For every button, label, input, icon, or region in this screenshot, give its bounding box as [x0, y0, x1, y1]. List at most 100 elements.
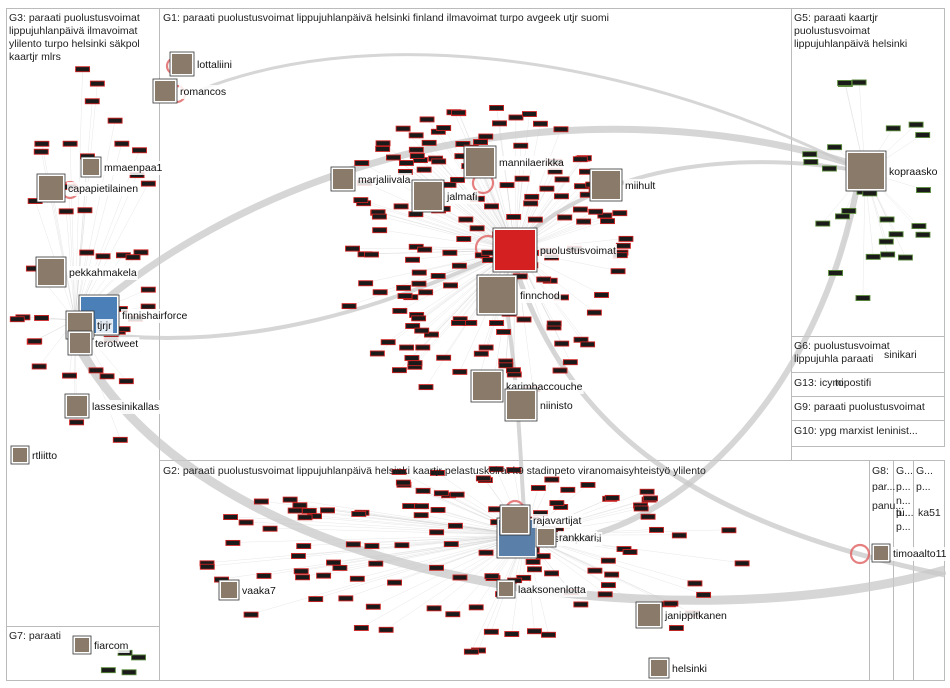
account-node-puolustusvoimat[interactable]: puolustusvoimat	[492, 227, 617, 273]
account-node-mannilaerikka[interactable]: mannilaerikka	[463, 145, 565, 179]
node-label-marjaliivala: marjaliivala	[358, 174, 411, 186]
node-image	[83, 159, 99, 175]
small-label-8: p...	[916, 481, 931, 493]
node-box	[541, 631, 556, 638]
node-image	[473, 372, 501, 400]
node-label-background	[539, 244, 617, 258]
node-box	[223, 514, 239, 521]
node-box	[915, 132, 931, 138]
panel-g14	[893, 460, 914, 681]
node-box	[447, 522, 463, 529]
node-label-background	[888, 165, 939, 179]
account-node-janippitkanen[interactable]: janippitkanen	[635, 601, 729, 629]
node-label-background	[892, 547, 948, 561]
account-node-niinisto[interactable]: niinisto	[504, 388, 574, 422]
account-node-lottaliini[interactable]: lottaliini	[169, 51, 234, 77]
node-box	[828, 270, 843, 276]
edge	[353, 534, 526, 545]
node-box	[395, 479, 411, 486]
account-node-rtliitto[interactable]: rtliitto	[10, 445, 59, 465]
account-node-karimbaccouche[interactable]: karimbaccouche	[470, 369, 584, 403]
node-box	[99, 373, 115, 380]
account-node-helsinki[interactable]: helsinki	[648, 657, 709, 679]
node-box	[58, 208, 74, 215]
edge	[364, 182, 516, 251]
account-node-pekkahmakela[interactable]: pekkahmakela	[35, 256, 138, 288]
edge	[425, 249, 516, 387]
account-node-kopraasko[interactable]: kopraasko	[845, 150, 939, 192]
node-box	[399, 344, 415, 351]
account-node-lassesinikallas[interactable]: lassesinikallas	[64, 393, 161, 419]
account-node-vaaka7[interactable]: vaaka7	[218, 579, 278, 601]
node-box	[243, 611, 259, 618]
node-box	[451, 262, 467, 269]
account-node-mmaenpaa1[interactable]: mmaenpaa1	[80, 156, 164, 178]
account-node-terotweet[interactable]: terotweet	[67, 330, 140, 356]
node-label-background	[663, 609, 729, 623]
node-box	[140, 180, 156, 187]
node-box	[663, 600, 679, 607]
node-box	[316, 572, 332, 579]
account-node-rajavartijat[interactable]: rajavartijat	[499, 504, 583, 536]
node-box	[878, 238, 894, 245]
node-box	[345, 245, 361, 252]
node-box	[421, 139, 437, 146]
node-box	[455, 140, 471, 147]
node-box	[612, 210, 628, 217]
node-box	[262, 525, 278, 532]
node-label-timoaalto11: timoaalto11	[893, 548, 947, 560]
node-box	[734, 560, 750, 567]
node-box	[580, 481, 596, 488]
node-box	[430, 273, 446, 279]
node-box	[499, 182, 515, 189]
node-box	[409, 153, 425, 159]
account-node-laaksonenlotta[interactable]: laaksonenlotta	[496, 579, 587, 599]
node-box	[375, 145, 391, 152]
edge	[66, 210, 76, 321]
group-label-g13: G13: icymi	[794, 377, 844, 389]
node-box	[405, 323, 421, 329]
account-node-miihult[interactable]: miihult	[589, 168, 657, 202]
node-box	[865, 253, 881, 260]
node-box	[430, 506, 446, 513]
group-labels: G1: paraati puolustusvoimat lippujuhlanp…	[9, 12, 941, 642]
edge	[50, 181, 76, 321]
node-box	[484, 203, 499, 210]
node-box	[516, 316, 532, 323]
node-box	[415, 344, 431, 351]
node-box	[413, 512, 429, 519]
node-box	[443, 282, 458, 289]
edge	[379, 215, 516, 251]
node-label-background	[624, 179, 657, 193]
node-label-background	[121, 309, 189, 323]
account-node-fiarcom[interactable]: fiarcom	[72, 635, 130, 655]
node-box	[89, 80, 105, 87]
account-node-marjaliivala[interactable]: marjaliivala	[330, 166, 412, 192]
account-node-finnishairforce[interactable]: finnishairforce	[78, 294, 189, 336]
node-label-niinisto: niinisto	[540, 400, 573, 412]
edge	[69, 143, 76, 321]
node-box	[433, 490, 449, 497]
account-node-romancos[interactable]: romancos	[152, 78, 228, 104]
node-box	[668, 625, 684, 631]
account-node-rankkari[interactable]: rankkari	[535, 526, 598, 548]
node-box	[408, 211, 424, 218]
account-node-finnchod[interactable]: finnchod	[476, 274, 561, 316]
node-box	[557, 214, 573, 221]
node-image	[414, 182, 442, 210]
group-label-g1: G1: paraati puolustusvoimat lippujuhlanp…	[163, 12, 609, 24]
node-label-romancos: romancos	[180, 86, 226, 98]
node-image	[13, 448, 27, 462]
edge	[363, 202, 516, 251]
node-box	[452, 368, 468, 375]
edge	[290, 498, 526, 536]
node-box	[287, 507, 303, 514]
group-label-g3-line-4: kaartjr mlrs	[9, 51, 61, 63]
node-box	[880, 251, 896, 258]
node-box	[371, 213, 387, 220]
account-node-jalmafi[interactable]: jalmafi	[411, 179, 479, 213]
account-node-timoaalto11[interactable]: timoaalto11	[871, 543, 948, 563]
account-node-capapietilainen[interactable]: capapietilainen	[36, 173, 140, 203]
node-box	[451, 319, 466, 326]
node-box	[879, 216, 895, 223]
